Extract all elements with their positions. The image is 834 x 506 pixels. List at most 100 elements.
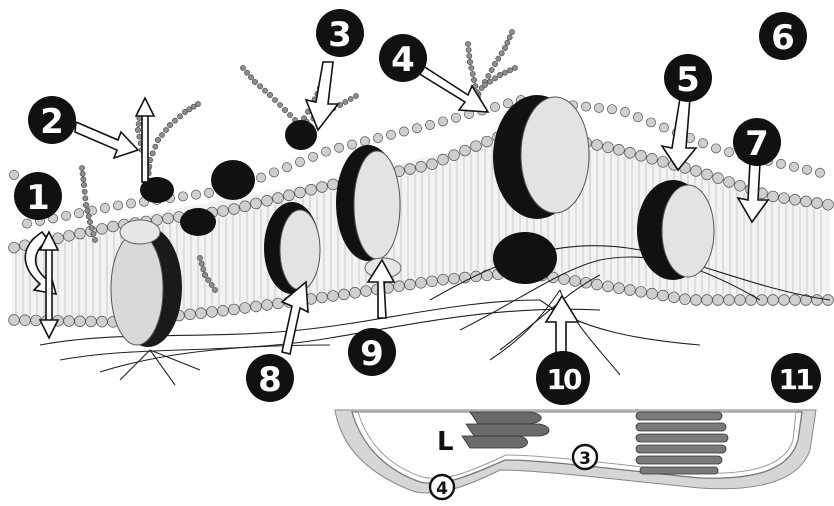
phospholipid-head xyxy=(691,295,702,306)
phospholipid-head xyxy=(328,291,339,302)
inset-callout-3: 3 xyxy=(573,445,597,469)
phospholipid-head xyxy=(416,161,427,172)
phospholipid-head xyxy=(724,147,733,156)
sugar-unit xyxy=(195,101,200,106)
sugar-unit xyxy=(197,255,202,260)
sugar-unit xyxy=(136,121,141,126)
sugar-unit xyxy=(155,137,160,142)
phospholipid-head xyxy=(735,295,746,306)
sugar-unit xyxy=(502,70,507,75)
phospholipid-head xyxy=(698,139,707,148)
phospholipid-head xyxy=(713,173,724,184)
phospholipid-head xyxy=(779,193,790,204)
svg-text:3: 3 xyxy=(328,15,352,55)
phospholipid-head xyxy=(399,127,408,136)
phospholipid-head xyxy=(427,276,438,287)
phospholipid-head xyxy=(269,168,278,177)
phospholipid-head xyxy=(636,150,647,161)
phospholipid-head xyxy=(282,163,291,172)
phospholipid-head xyxy=(647,288,658,299)
sugar-unit xyxy=(469,65,474,70)
sugar-unit xyxy=(277,102,282,107)
sugar-unit xyxy=(153,144,158,149)
sugar-unit xyxy=(466,47,471,52)
sugar-unit xyxy=(287,112,292,117)
phospholipid-head xyxy=(361,286,372,297)
sugar-unit xyxy=(492,76,497,81)
sugar-unit xyxy=(272,97,277,102)
phospholipid-head xyxy=(218,206,229,217)
phospholipid-head xyxy=(317,292,328,303)
phospholipid-head xyxy=(449,273,460,284)
sugar-unit xyxy=(199,261,204,266)
svg-text:4: 4 xyxy=(436,479,448,499)
sugar-unit xyxy=(499,51,504,56)
sugar-unit xyxy=(512,65,517,70)
phospholipid-head xyxy=(438,117,447,126)
phospholipid-head xyxy=(603,142,614,153)
phospholipid-head xyxy=(603,281,614,292)
phospholipid-head xyxy=(776,159,785,168)
phospholipid-head xyxy=(802,165,811,174)
svg-text:1: 1 xyxy=(26,178,50,218)
callout-9: 9 xyxy=(348,328,396,376)
svg-text:3: 3 xyxy=(579,449,591,469)
svg-text:6: 6 xyxy=(771,18,795,58)
channel-protein-8 xyxy=(264,202,320,294)
sugar-unit xyxy=(489,67,494,72)
svg-text:4: 4 xyxy=(391,40,415,80)
phospholipid-head xyxy=(471,141,482,152)
phospholipid-head xyxy=(449,150,460,161)
phospholipid-head xyxy=(691,166,702,177)
sugar-unit xyxy=(492,61,497,66)
sugar-unit xyxy=(83,202,88,207)
sugar-unit xyxy=(137,134,142,139)
sugar-unit xyxy=(80,171,85,176)
phospholipid-head xyxy=(262,300,273,311)
phospholipid-head xyxy=(308,152,317,161)
phospholipid-head xyxy=(702,169,713,180)
sugar-unit xyxy=(482,82,487,87)
phospholipid-head xyxy=(746,295,757,306)
phospholipid-head xyxy=(251,301,262,312)
callout-5: 5 xyxy=(664,54,712,102)
phospholipid-head xyxy=(620,107,629,116)
svg-text:9: 9 xyxy=(360,334,384,374)
phospholipid-head xyxy=(251,198,262,209)
sugar-unit xyxy=(135,127,140,132)
phospholipid-head xyxy=(328,179,339,190)
phospholipid-head xyxy=(273,298,284,309)
phospholipid-head xyxy=(735,180,746,191)
sugar-unit xyxy=(92,237,97,242)
phospholipid-head xyxy=(614,283,625,294)
sugar-unit xyxy=(262,88,267,93)
phospholipid-head xyxy=(317,182,328,193)
phospholipid-head xyxy=(75,316,86,327)
phospholipid-head xyxy=(191,190,200,199)
phospholipid-head xyxy=(724,177,735,188)
phospholipid-head xyxy=(503,99,512,108)
sugar-unit xyxy=(83,196,88,201)
phospholipid-head xyxy=(789,162,798,171)
sugar-unit xyxy=(248,75,253,80)
sugar-unit xyxy=(79,165,84,170)
phospholipid-head xyxy=(163,213,174,224)
sugar-unit xyxy=(343,99,348,104)
phospholipid-head xyxy=(768,191,779,202)
phospholipid-head xyxy=(218,305,229,316)
sugar-unit xyxy=(486,73,491,78)
phospholipid-head xyxy=(724,295,735,306)
phospholipid-head xyxy=(451,113,460,122)
phospholipid-head xyxy=(386,130,395,139)
phospholipid-head xyxy=(306,184,317,195)
phospholipid-head xyxy=(394,281,405,292)
phospholipid-head xyxy=(636,286,647,297)
sugar-unit xyxy=(150,151,155,156)
phospholipid-head xyxy=(97,316,108,327)
phospholipid-head xyxy=(405,164,416,175)
phospholipid-head xyxy=(334,143,343,152)
phospholipid-head xyxy=(482,136,493,147)
phospholipid-head xyxy=(185,309,196,320)
sugar-unit xyxy=(159,132,164,137)
phospholipid-head xyxy=(490,102,499,111)
